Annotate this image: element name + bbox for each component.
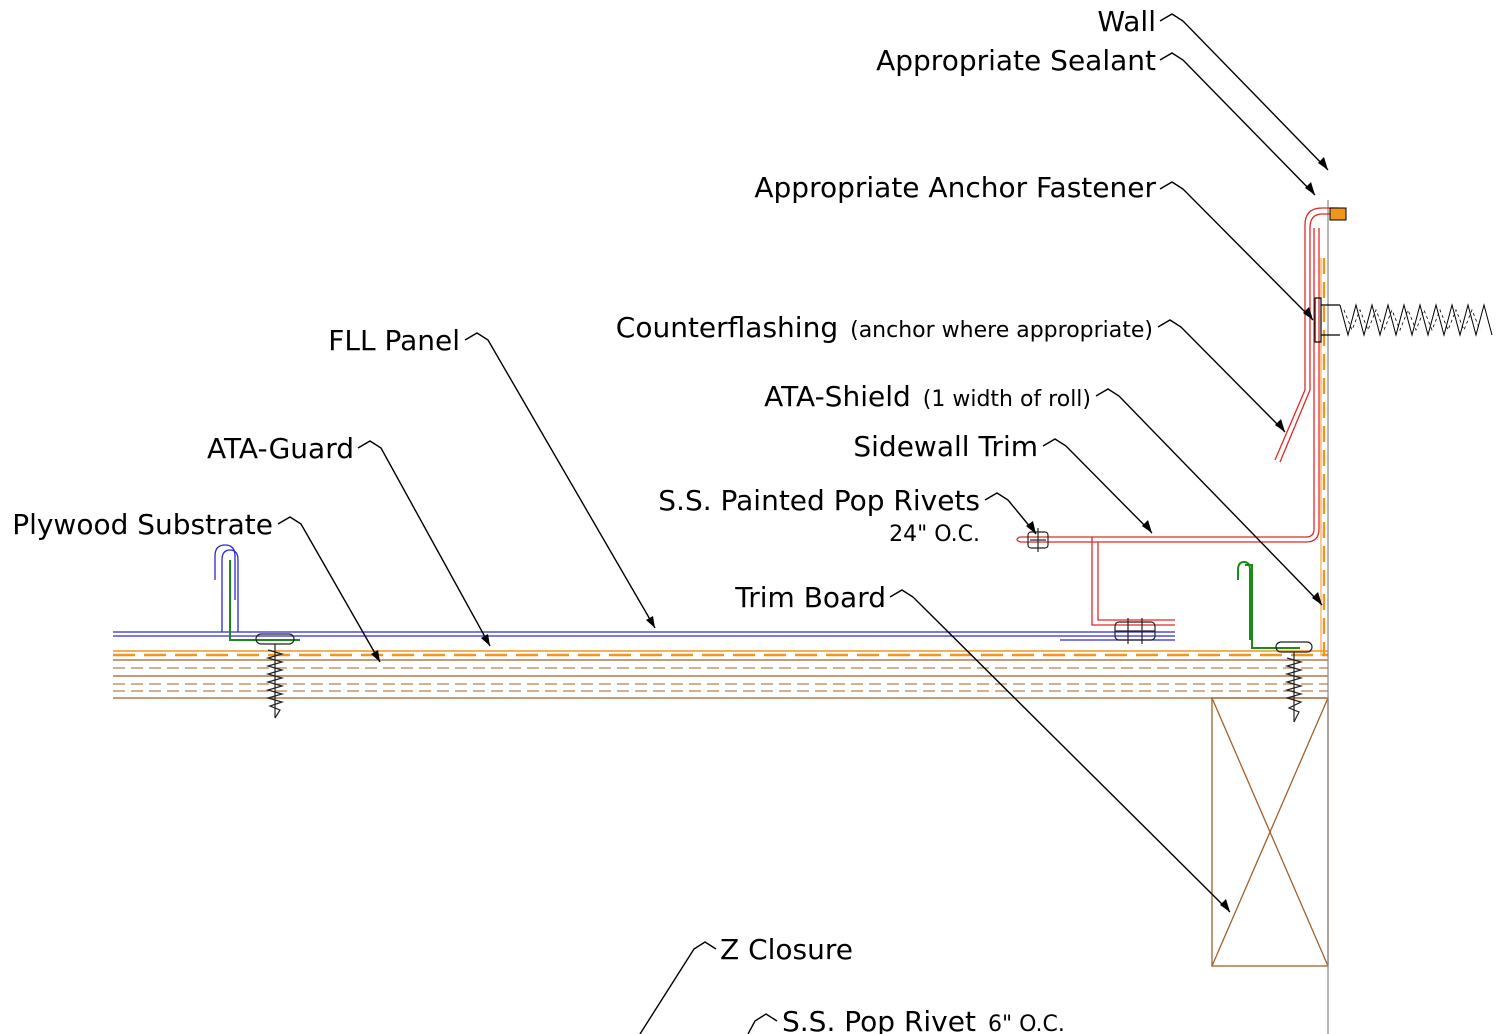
label-anchor-fastener: Appropriate Anchor Fastener bbox=[754, 171, 1156, 204]
fll-panel bbox=[113, 544, 1175, 641]
label-counterflashing-line: Counterflashing (anchor where appropriat… bbox=[616, 311, 1153, 344]
label-sidewall-trim: Sidewall Trim bbox=[853, 430, 1038, 463]
label-painted-rivets: S.S. Painted Pop Rivets bbox=[658, 484, 980, 517]
label-sealant: Appropriate Sealant bbox=[876, 44, 1156, 77]
label-trim-board: Trim Board bbox=[734, 581, 886, 614]
label-painted-rivets-spacing: 24" O.C. bbox=[889, 522, 980, 547]
sealant-bead bbox=[1329, 207, 1347, 221]
label-counterflashing: Counterflashing bbox=[616, 311, 838, 344]
label-ata-shield: ATA-Shield bbox=[764, 380, 911, 413]
anchor-fastener bbox=[1314, 297, 1493, 343]
z-closure-left bbox=[229, 560, 300, 641]
screw-right bbox=[1275, 641, 1313, 723]
leader-lines bbox=[277, 13, 1329, 1034]
label-fll-panel: FLL Panel bbox=[328, 324, 460, 357]
plywood-substrate bbox=[113, 659, 1328, 699]
sidewall-trim bbox=[1016, 228, 1320, 626]
label-plywood: Plywood Substrate bbox=[12, 508, 273, 541]
pop-rivet-painted bbox=[1027, 528, 1049, 552]
z-closure-right bbox=[1237, 560, 1300, 649]
trim-board bbox=[1211, 697, 1329, 967]
label-pop-rivet: S.S. Pop Rivet bbox=[782, 1005, 976, 1034]
label-ata-shield-note: (1 width of roll) bbox=[923, 387, 1091, 412]
counterflashing bbox=[1274, 207, 1338, 463]
label-wall: Wall bbox=[1097, 5, 1156, 38]
ata-guard-underlayment bbox=[113, 650, 1328, 657]
screw-left bbox=[255, 633, 295, 719]
label-pop-rivet-line: S.S. Pop Rivet 6" O.C. bbox=[782, 1005, 1065, 1034]
label-ata-guard: ATA-Guard bbox=[207, 432, 354, 465]
label-counterflashing-note: (anchor where appropriate) bbox=[850, 318, 1153, 343]
label-z-closure: Z Closure bbox=[720, 933, 853, 966]
pop-rivet bbox=[1114, 618, 1156, 644]
label-pop-rivet-spacing: 6" O.C. bbox=[988, 1012, 1065, 1034]
label-ata-shield-line: ATA-Shield (1 width of roll) bbox=[764, 380, 1091, 413]
